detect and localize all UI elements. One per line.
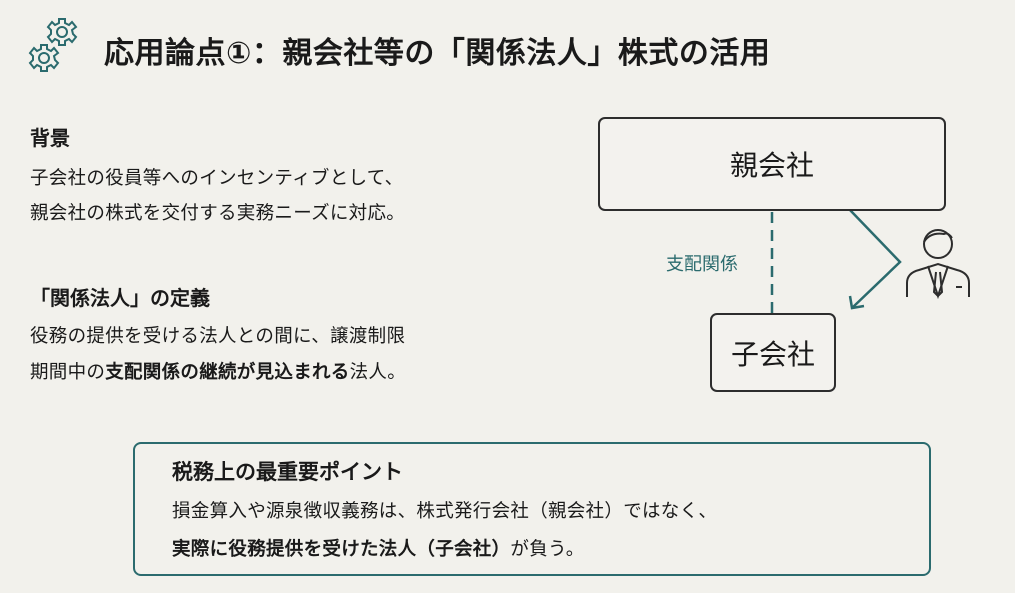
definition-line-1: 役務の提供を受ける法人との間に、譲渡制限 xyxy=(30,326,406,347)
text: が負う。 xyxy=(510,539,585,560)
text: 法人。 xyxy=(349,362,407,383)
key-point-box xyxy=(133,442,931,576)
definition-heading: 「関係法人」の定義 xyxy=(30,286,210,310)
gears-icon xyxy=(28,18,78,72)
background-line-2: 親会社の株式を交付する実務ニーズに対応。 xyxy=(30,203,406,224)
person-icon xyxy=(906,229,970,300)
key-point-line-1: 損金算入や源泉徴収義務は、株式発行会社（親会社）ではなく、 xyxy=(172,501,718,522)
subsidiary-box: 子会社 xyxy=(710,313,836,392)
background-line-1: 子会社の役員等へのインセンティブとして、 xyxy=(30,168,404,189)
key-point-line-2: 実際に役務提供を受けた法人（子会社）が負う。 xyxy=(172,535,585,561)
background-heading: 背景 xyxy=(30,126,70,150)
emphasis-text: 支配関係の継続が見込まれる xyxy=(105,362,350,383)
control-relation-label: 支配関係 xyxy=(666,254,738,275)
parent-company-box: 親会社 xyxy=(598,117,946,211)
key-point-heading: 税務上の最重要ポイント xyxy=(172,460,403,484)
arrowhead xyxy=(848,295,865,310)
transfer-arrow xyxy=(849,209,902,309)
definition-line-2: 期間中の支配関係の継続が見込まれる法人。 xyxy=(30,358,406,384)
emphasis-text: 実際に役務提供を受けた法人（子会社） xyxy=(172,539,511,560)
page-title: 応用論点①：親会社等の「関係法人」株式の活用 xyxy=(104,36,771,71)
text: 期間中の xyxy=(30,362,106,383)
